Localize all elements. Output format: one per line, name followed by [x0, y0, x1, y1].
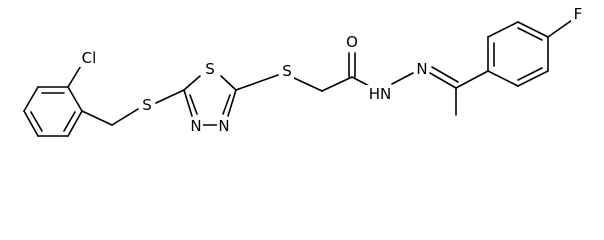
hydrogen-label: H — [369, 85, 380, 103]
bond — [183, 75, 201, 91]
bond — [517, 21, 549, 38]
bond — [227, 89, 237, 117]
bond — [431, 66, 459, 83]
bond — [321, 76, 353, 92]
bond — [429, 72, 457, 89]
bond — [189, 94, 198, 115]
bond — [23, 110, 39, 137]
bond — [547, 17, 576, 38]
bond — [220, 75, 237, 91]
bond — [111, 108, 139, 126]
nitrogen-label: N — [190, 117, 201, 135]
bond — [517, 70, 549, 87]
bond — [30, 111, 43, 132]
bond — [63, 111, 76, 132]
oxygen-label: O — [346, 33, 358, 51]
bond — [67, 63, 83, 88]
nitrogen-label: N — [380, 85, 391, 103]
bond — [487, 21, 519, 38]
bond — [517, 67, 543, 81]
fluorine-label: F — [574, 5, 583, 23]
bond — [155, 89, 185, 104]
bond — [487, 70, 519, 87]
bond — [222, 94, 231, 115]
bonds — [23, 17, 576, 137]
bond — [67, 86, 83, 112]
bond — [23, 86, 39, 112]
chlorine-label: Cl — [82, 49, 97, 67]
nh-label: HN — [369, 85, 392, 103]
molecule-structure: Cl S S S N N O HN N F — [23, 5, 585, 137]
nitrogen-label: N — [416, 60, 427, 78]
nitrogen-label: N — [218, 117, 229, 135]
bond — [183, 89, 193, 117]
bond — [81, 110, 113, 126]
sulfur-label: S — [142, 96, 152, 114]
sulfur-label: S — [205, 60, 215, 78]
atom-labels: Cl S S S N N O HN N F — [75, 5, 585, 135]
bond — [293, 77, 323, 92]
bond — [517, 27, 543, 41]
bond — [391, 72, 414, 85]
bond — [67, 110, 83, 137]
bond — [455, 70, 489, 89]
sulfur-label: S — [282, 62, 292, 80]
bond — [235, 74, 279, 91]
